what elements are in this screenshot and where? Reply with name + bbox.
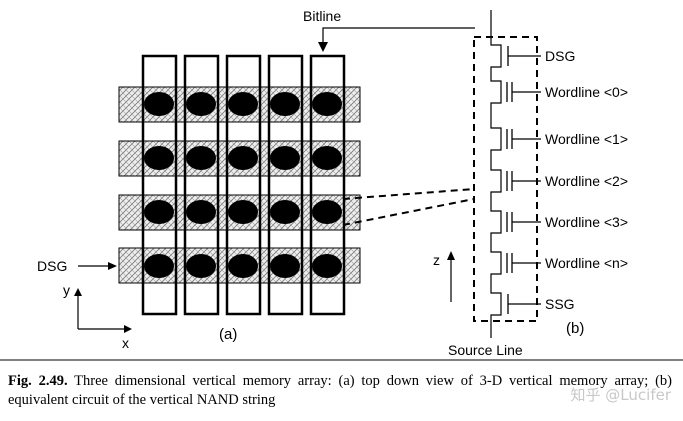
watermark: 知乎 @Lucifer (570, 386, 671, 404)
dsg-left-arrowhead (108, 262, 117, 270)
memory-hole (186, 92, 216, 116)
memory-hole (144, 254, 174, 278)
panel-b-label: (b) (566, 320, 584, 337)
dsg-left-label: DSG (37, 258, 67, 274)
xy-axes (77, 294, 126, 330)
bitline-arrow (322, 27, 475, 44)
wordline-3-label: Wordline <3> (545, 214, 628, 230)
wordline-2-label: Wordline <2> (545, 173, 628, 189)
memory-hole (270, 92, 300, 116)
string-dashed-box (473, 36, 538, 322)
x-axis-arrowhead (124, 325, 132, 333)
figure-caption: Fig. 2.49. Three dimensional vertical me… (8, 372, 672, 410)
bitline-column-1 (141, 54, 178, 316)
figure-caption-text: Three dimensional vertical memory array:… (8, 373, 672, 408)
memory-hole (186, 146, 216, 170)
panel-a-label: (a) (219, 326, 237, 343)
wordline-strips (118, 86, 361, 284)
dsg-label: DSG (545, 48, 575, 64)
bitline-column-2 (183, 54, 220, 316)
ssg-label: SSG (545, 296, 575, 312)
memory-hole (228, 146, 258, 170)
memory-hole (144, 92, 174, 116)
wordline-n-label: Wordline <n> (545, 255, 628, 271)
bitline-label: Bitline (303, 8, 341, 24)
zoom-line-top (342, 188, 475, 200)
memory-hole (144, 146, 174, 170)
figure-number: Fig. 2.49. (8, 373, 68, 389)
memory-hole (228, 200, 258, 224)
channel-path (490, 42, 502, 316)
wordline-0-label: Wordline <0> (545, 84, 628, 100)
bitline-column-3 (225, 54, 262, 316)
memory-holes (144, 92, 342, 278)
y-axis-arrowhead (74, 288, 82, 296)
axis-z-label: z (433, 252, 440, 268)
memory-hole (312, 200, 342, 224)
memory-hole (312, 92, 342, 116)
bitline-column-4 (267, 54, 304, 316)
axis-y-label: y (63, 282, 70, 298)
memory-hole (228, 254, 258, 278)
bitline-columns (141, 54, 346, 316)
memory-hole (312, 254, 342, 278)
zoom-line-bottom (342, 198, 475, 226)
memory-hole (270, 200, 300, 224)
memory-hole (228, 92, 258, 116)
memory-hole (144, 200, 174, 224)
nand-string-circuit (490, 42, 541, 316)
source-line-label: Source Line (448, 342, 523, 358)
memory-hole (270, 254, 300, 278)
bitline-arrowhead (318, 42, 328, 52)
memory-hole (312, 146, 342, 170)
memory-hole (186, 200, 216, 224)
wordline-1-label: Wordline <1> (545, 131, 628, 147)
bitline-column-5 (309, 54, 346, 316)
memory-hole (270, 146, 300, 170)
memory-hole (186, 254, 216, 278)
axis-x-label: x (122, 335, 129, 351)
z-axis-arrowhead (447, 251, 455, 260)
